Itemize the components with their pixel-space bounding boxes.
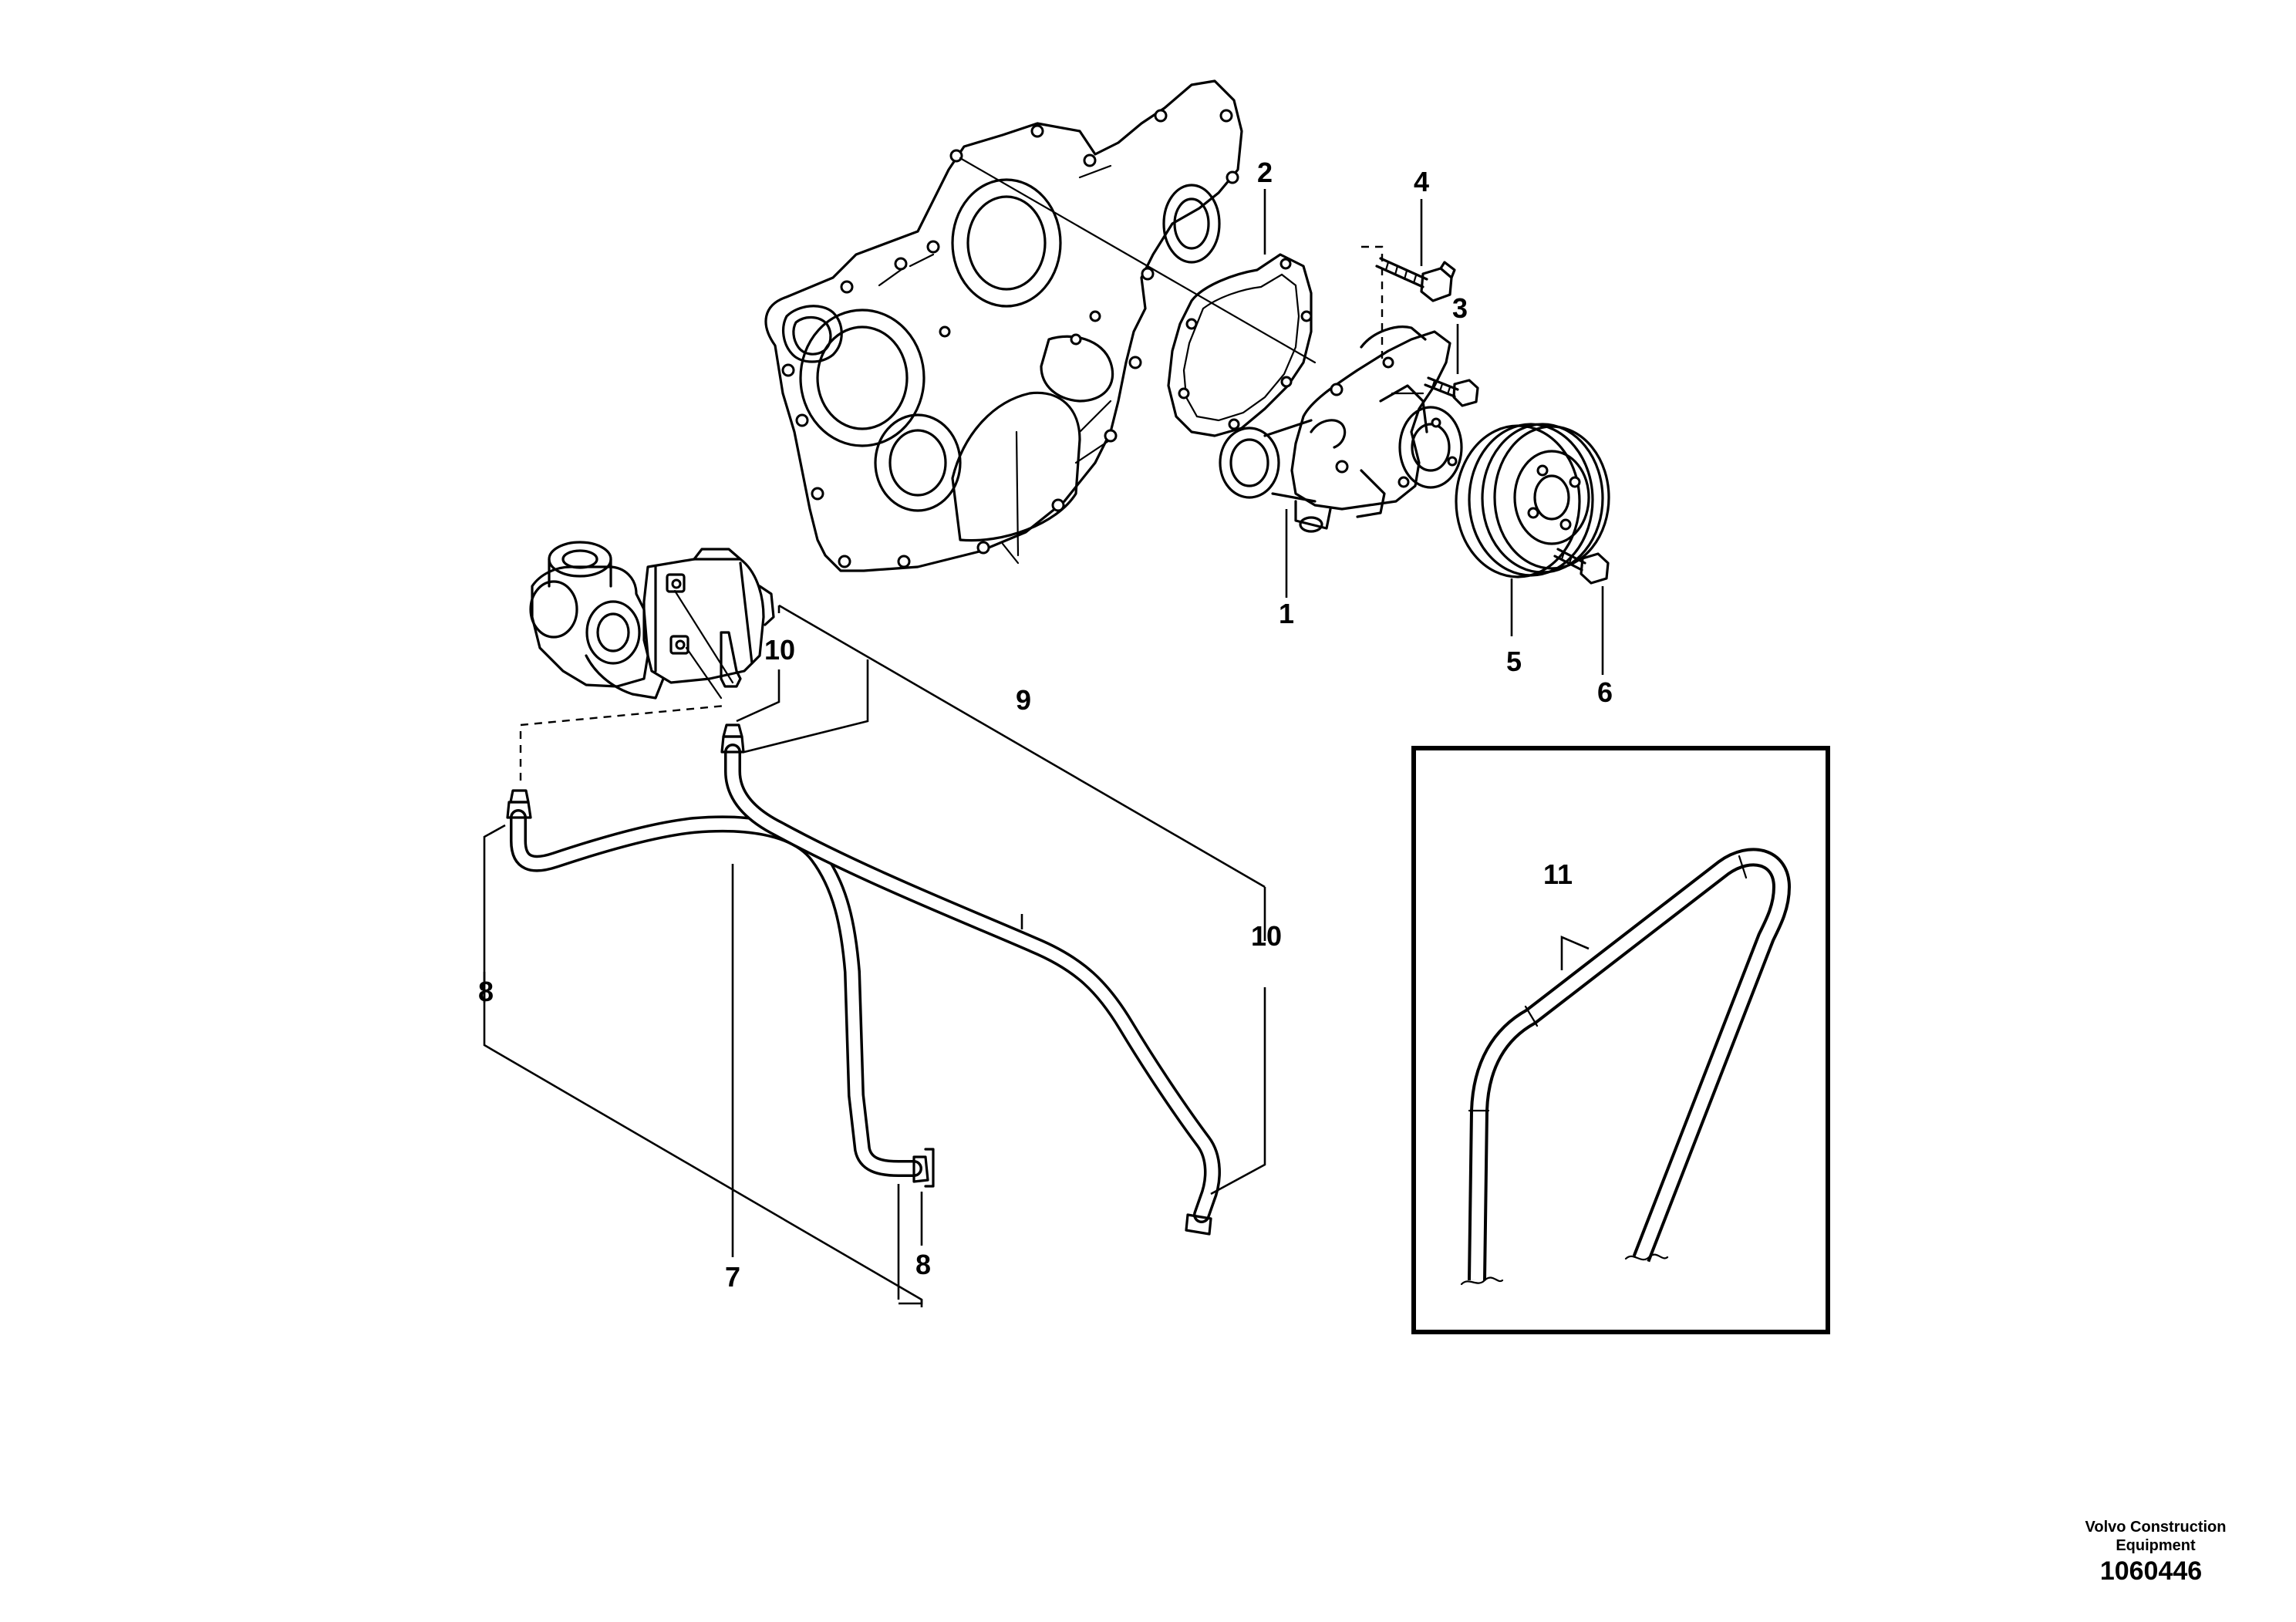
callout-10-right: 10 <box>1251 920 1282 952</box>
bolt-short <box>1424 376 1479 407</box>
water-pump <box>1219 325 1463 533</box>
callout-2: 2 <box>1257 157 1273 188</box>
callout-1: 1 <box>1279 598 1294 629</box>
hose-assembly-guide <box>519 704 726 781</box>
fan-pulley <box>1455 423 1610 578</box>
callout-10-top: 10 <box>764 634 795 666</box>
callout-6: 6 <box>1597 676 1613 708</box>
callout-3: 3 <box>1452 292 1468 324</box>
belt-inset <box>1411 746 1830 1334</box>
coolant-hose-left <box>506 789 935 1188</box>
callout-4: 4 <box>1414 166 1429 197</box>
callout-5: 5 <box>1506 646 1522 677</box>
coolant-hose-right <box>720 723 1221 1236</box>
callout-8-left: 8 <box>478 976 494 1007</box>
callout-11: 11 <box>1543 858 1573 890</box>
document-number: 1060446 <box>2099 1556 2203 1586</box>
inset-frame <box>1411 746 1830 1334</box>
brand-label: Volvo Construction Equipment <box>2085 1519 2227 1554</box>
pump-assembly <box>529 541 775 700</box>
alignment-line <box>959 157 1317 364</box>
bolt-assembly-guide <box>1361 245 1384 363</box>
gasket <box>1167 253 1313 437</box>
leader-lines <box>483 189 1604 1307</box>
timing-gear-case <box>764 79 1243 572</box>
callout-7: 7 <box>725 1261 740 1293</box>
callout-8-bottom: 8 <box>915 1249 931 1280</box>
callout-9: 9 <box>1016 684 1031 716</box>
pulley-bolt <box>1553 548 1610 585</box>
bolt-long <box>1375 257 1456 302</box>
callout-labels: 1 2 3 4 5 6 7 8 8 9 10 10 11 <box>478 157 1613 1293</box>
